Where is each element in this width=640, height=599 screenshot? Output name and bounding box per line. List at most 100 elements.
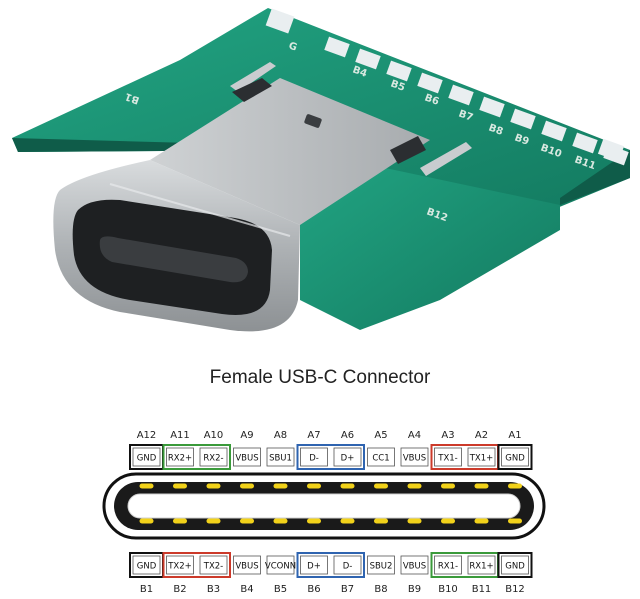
connector-tongue (127, 493, 521, 519)
contact-pin (307, 518, 321, 524)
solder-pad (510, 108, 536, 130)
signal-name: TX1+ (469, 454, 494, 464)
signal-group-frame (497, 444, 533, 470)
contact-pin (508, 518, 522, 524)
pin-number: A8 (274, 430, 287, 441)
contact-pin (139, 483, 154, 489)
solder-pad (417, 72, 443, 94)
contact-pin (173, 483, 187, 489)
solder-pad (541, 120, 567, 142)
contact-pin (173, 518, 187, 524)
signal-box (367, 447, 395, 467)
smd-chip-left (232, 78, 272, 102)
signal-name: VBUS (403, 562, 426, 572)
shell-tab-right (420, 142, 472, 176)
signal-name: VCONN (265, 562, 296, 572)
connector-board-illustration: B1 G B4 B5 B6 B7 B8 B9 B10 B11 B12 (12, 8, 630, 332)
signal-name: CC1 (372, 454, 389, 464)
signal-box (501, 447, 529, 467)
pin-number: A9 (240, 430, 253, 441)
signal-name: TX2- (203, 562, 224, 572)
signal-box (266, 447, 295, 467)
signal-group-frame (497, 552, 533, 578)
pcb-label-b6: B6 (423, 92, 441, 107)
solder-pad (572, 132, 598, 154)
signal-group-frame (162, 444, 231, 470)
solder-pad-ground (597, 138, 625, 162)
signal-box (501, 555, 529, 575)
pin-number: B8 (374, 584, 387, 595)
contact-pins (139, 483, 522, 524)
pin-number: B5 (274, 584, 287, 595)
signal-box (300, 447, 328, 467)
pcb-label-b9: B9 (513, 132, 531, 147)
contact-pin (474, 518, 489, 524)
signal-box (400, 447, 429, 467)
contact-pin (374, 518, 388, 524)
solder-pad (324, 36, 350, 58)
pin-number: B6 (307, 584, 320, 595)
signal-box (233, 447, 261, 467)
contact-pin (240, 518, 254, 524)
pin-number: A6 (341, 430, 354, 441)
pin-number: B1 (140, 584, 153, 595)
signal-box (266, 555, 295, 575)
shell-window (304, 114, 322, 128)
metal-shell-top (150, 78, 430, 225)
solder-pad (448, 84, 474, 106)
signal-name: VBUS (235, 454, 258, 464)
signal-name: TX1- (437, 454, 458, 464)
smd-chip-right (390, 136, 426, 164)
signal-name: RX1+ (469, 562, 493, 572)
signal-name: D- (309, 454, 319, 464)
pcb-edge-right (560, 150, 630, 205)
pin-number: B10 (438, 584, 458, 595)
contact-pin (474, 483, 489, 489)
pin-number: A11 (170, 430, 190, 441)
signal-box (199, 555, 228, 575)
shell-highlight (109, 183, 291, 237)
signal-name: GND (505, 454, 525, 464)
pin-number: B9 (408, 584, 421, 595)
pin-number: A10 (204, 430, 224, 441)
signal-name: D- (343, 562, 353, 572)
signal-name: GND (137, 454, 157, 464)
signal-name: GND (137, 562, 157, 572)
contact-pin (139, 518, 154, 524)
contact-pin (273, 518, 288, 524)
pcb-label-g: G (287, 40, 298, 53)
contact-pin (441, 518, 455, 524)
signal-name: RX2+ (168, 454, 192, 464)
signal-box (467, 555, 496, 575)
signal-group-frame (162, 552, 231, 578)
signal-box (367, 555, 395, 575)
signal-name: TX2+ (167, 562, 192, 572)
solder-pads (265, 8, 629, 166)
signal-name: D+ (307, 562, 321, 572)
signal-group-frame (296, 552, 365, 578)
signal-box (434, 555, 462, 575)
solder-pad-ground (265, 8, 295, 34)
solder-pad (386, 60, 412, 82)
signal-name: VBUS (403, 454, 426, 464)
pcb-label-b5: B5 (389, 78, 407, 93)
pin-number: B11 (472, 584, 492, 595)
pin-number: B2 (173, 584, 186, 595)
bottom-group-frames (129, 552, 533, 578)
signal-box (132, 447, 161, 467)
signal-box (333, 447, 362, 467)
signal-box (199, 447, 228, 467)
signal-box (132, 555, 161, 575)
pin-number: A1 (508, 430, 521, 441)
signal-box (467, 447, 496, 467)
contact-pin (340, 483, 355, 489)
signal-box (434, 447, 462, 467)
receptacle-tongue (99, 236, 248, 283)
signal-name: RX1- (438, 562, 458, 572)
pcb-board-lower (300, 150, 560, 330)
pin-number: A7 (307, 430, 320, 441)
